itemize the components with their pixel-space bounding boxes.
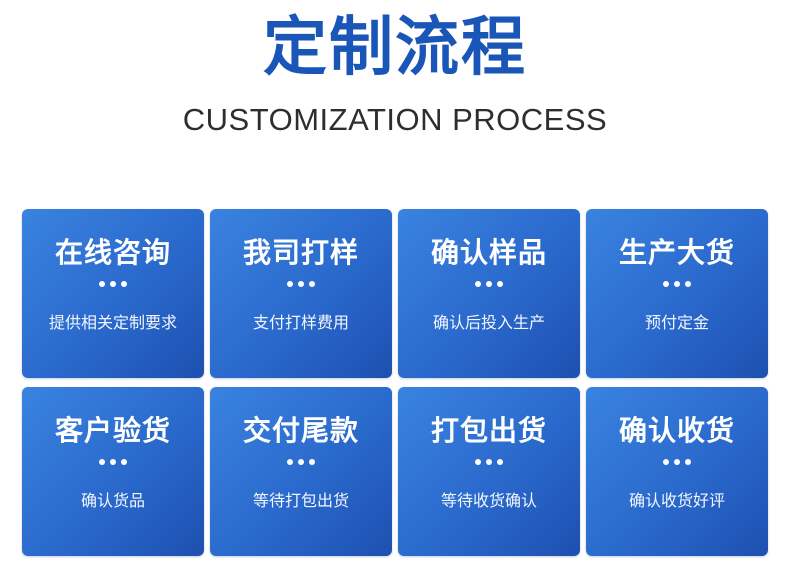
step-title: 打包出货 (430, 414, 547, 447)
step-title: 确认收货 (618, 414, 735, 447)
step-title: 确认样品 (430, 236, 547, 269)
step-description: 确认货品 (80, 491, 145, 510)
step-card-8: 确认收货 确认收货好评 (586, 387, 768, 556)
step-card-3: 确认样品 确认后投入生产 (398, 209, 580, 378)
step-title: 生产大货 (618, 236, 735, 269)
page-title: 定制流程 (263, 11, 527, 85)
step-card-5: 客户验货 确认货品 (22, 387, 204, 556)
ellipsis-icon (22, 459, 204, 467)
step-description: 预付定金 (644, 313, 709, 332)
ellipsis-icon (398, 281, 580, 289)
page-subtitle: CUSTOMIZATION PROCESS (182, 102, 608, 137)
step-card-1: 在线咨询 提供相关定制要求 (22, 209, 204, 378)
ellipsis-icon (210, 459, 392, 467)
step-description: 确认后投入生产 (432, 313, 545, 332)
step-card-6: 交付尾款 等待打包出货 (210, 387, 392, 556)
step-card-7: 打包出货 等待收货确认 (398, 387, 580, 556)
ellipsis-icon (586, 281, 768, 289)
step-description: 确认收货好评 (628, 491, 725, 510)
process-grid: 在线咨询 提供相关定制要求 我司打样 支付打样费用 确认样品 确认后投入生产 生… (22, 209, 770, 556)
step-title: 客户验货 (54, 414, 171, 447)
ellipsis-icon (586, 459, 768, 467)
step-card-2: 我司打样 支付打样费用 (210, 209, 392, 378)
ellipsis-icon (398, 459, 580, 467)
step-title: 交付尾款 (242, 414, 359, 447)
step-card-4: 生产大货 预付定金 (586, 209, 768, 378)
step-description: 等待打包出货 (252, 491, 349, 510)
step-description: 支付打样费用 (252, 313, 349, 332)
ellipsis-icon (210, 281, 392, 289)
step-description: 提供相关定制要求 (48, 313, 177, 332)
ellipsis-icon (22, 281, 204, 289)
step-title: 我司打样 (242, 236, 359, 269)
step-title: 在线咨询 (54, 236, 171, 269)
step-description: 等待收货确认 (440, 491, 537, 510)
